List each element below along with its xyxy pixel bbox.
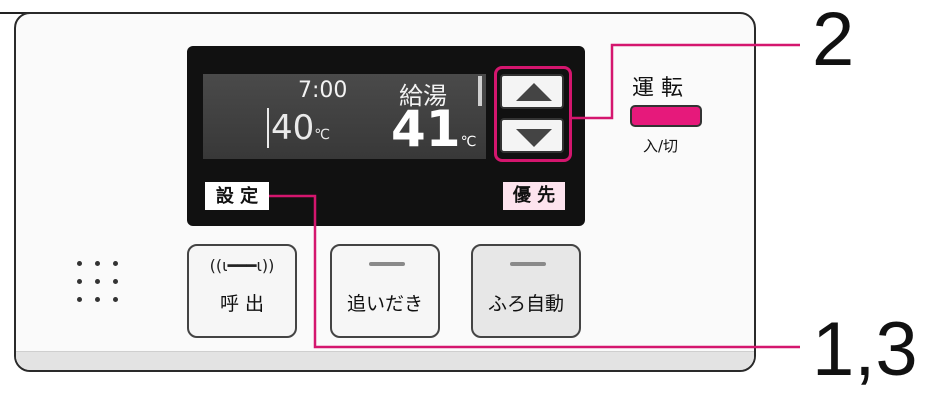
current-temp-unit: ℃ bbox=[460, 134, 477, 150]
reheat-led bbox=[369, 262, 405, 266]
callout-number-2: 2 bbox=[812, 0, 855, 82]
set-temp-value: 40 bbox=[271, 108, 315, 148]
set-temperature: 40℃ bbox=[267, 108, 330, 148]
power-button[interactable] bbox=[630, 105, 702, 127]
lcd-screen: 7:00 給湯 40℃ 41℃ bbox=[203, 74, 486, 159]
yusen-label: 優 先 bbox=[503, 182, 565, 210]
lcd-indicator-bar bbox=[478, 76, 482, 106]
down-arrow-icon bbox=[516, 129, 552, 147]
temp-down-button[interactable] bbox=[500, 118, 564, 153]
reheat-button-label: 追いだき bbox=[346, 293, 423, 315]
settei-label: 設 定 bbox=[205, 182, 269, 210]
current-temperature: 41℃ bbox=[391, 100, 476, 158]
set-temp-unit: ℃ bbox=[314, 127, 330, 143]
time-readout: 7:00 bbox=[298, 78, 348, 103]
call-button[interactable]: ((ι━━━ι)) 呼 出 bbox=[187, 244, 297, 338]
call-button-label: 呼 出 bbox=[219, 293, 265, 315]
power-sub-label: 入/切 bbox=[643, 137, 679, 155]
reheat-button[interactable]: 追いだき bbox=[330, 244, 440, 338]
current-temp-value: 41 bbox=[391, 100, 461, 158]
mode-readout: 給湯 bbox=[399, 82, 447, 110]
arrow-highlight-frame bbox=[494, 66, 572, 162]
power-label: 運 転 bbox=[632, 76, 683, 101]
panel-bottom-strip bbox=[16, 351, 754, 370]
callout-number-1-3: 1,3 bbox=[812, 307, 918, 392]
auto-bath-button[interactable]: ふろ自動 bbox=[471, 244, 581, 338]
auto-bath-button-label: ふろ自動 bbox=[487, 293, 564, 315]
auto-bath-led bbox=[510, 262, 546, 266]
up-arrow-icon bbox=[516, 83, 552, 101]
call-wave-icon: ((ι━━━ι)) bbox=[209, 256, 275, 275]
temp-up-button[interactable] bbox=[500, 74, 564, 109]
